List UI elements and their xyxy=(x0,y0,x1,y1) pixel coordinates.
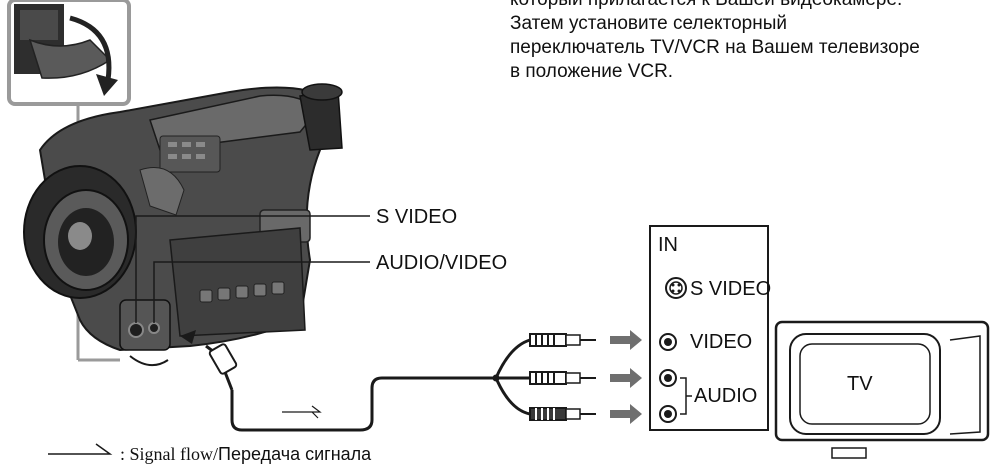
instruction-line-1: который прилагается к Вашей видеокамере. xyxy=(510,0,996,12)
video-jack-icon xyxy=(659,333,677,351)
av-cable xyxy=(230,376,496,432)
tv-screen-label: TV xyxy=(847,373,873,395)
camera-s-video-jack xyxy=(128,322,144,338)
instruction-line-4: в положение VCR. xyxy=(510,61,674,82)
legend-russian: Передача сигнала xyxy=(218,444,372,464)
audio-bracket xyxy=(680,377,692,415)
tv-in-label: IN xyxy=(658,234,678,256)
tv-video-label: VIDEO xyxy=(690,331,753,353)
arrow-to-video-icon xyxy=(610,330,642,350)
open-arrow-icon xyxy=(96,74,118,96)
s-video-jack-icon xyxy=(665,277,687,299)
audio-r-jack-icon xyxy=(659,405,677,423)
splitter-node xyxy=(492,374,500,382)
av-plug xyxy=(205,343,238,391)
arrow-to-audio-r-icon xyxy=(610,404,642,424)
camera-s-video-label: S VIDEO xyxy=(376,206,458,228)
signal-flow-legend: : Signal flow/Передача сигнала xyxy=(120,443,371,465)
tv-input-panel xyxy=(649,225,769,431)
camera-label-leaders xyxy=(135,215,370,323)
insert-arrow-icon xyxy=(180,330,196,344)
cable-signal-flow-icon xyxy=(282,405,322,419)
tv-audio-label: AUDIO xyxy=(694,385,758,407)
camera-audio-video-label: AUDIO/VIDEO xyxy=(376,252,508,274)
instruction-line-3: переключатель TV/VCR на Вашем телевизоре xyxy=(510,37,920,58)
television xyxy=(774,320,990,459)
jack-cover-inset xyxy=(7,0,131,106)
rca-plug-video xyxy=(529,333,596,347)
audio-l-jack-icon xyxy=(659,369,677,387)
rca-plug-audio-white xyxy=(529,371,596,385)
signal-flow-legend-icon xyxy=(48,443,113,455)
legend-english: : Signal flow/ xyxy=(120,444,218,464)
cable-branches xyxy=(494,338,531,416)
tv-s-video-label: S VIDEO xyxy=(690,278,772,300)
instruction-line-2: Затем установите селекторный xyxy=(510,13,787,34)
instruction-text: который прилагается к Вашей видеокамере.… xyxy=(510,0,996,84)
camera-av-jack xyxy=(148,322,160,334)
rca-plug-audio-red xyxy=(529,407,596,421)
arrow-to-audio-l-icon xyxy=(610,368,642,388)
input-arrows xyxy=(610,330,642,424)
camcorder xyxy=(23,83,343,367)
